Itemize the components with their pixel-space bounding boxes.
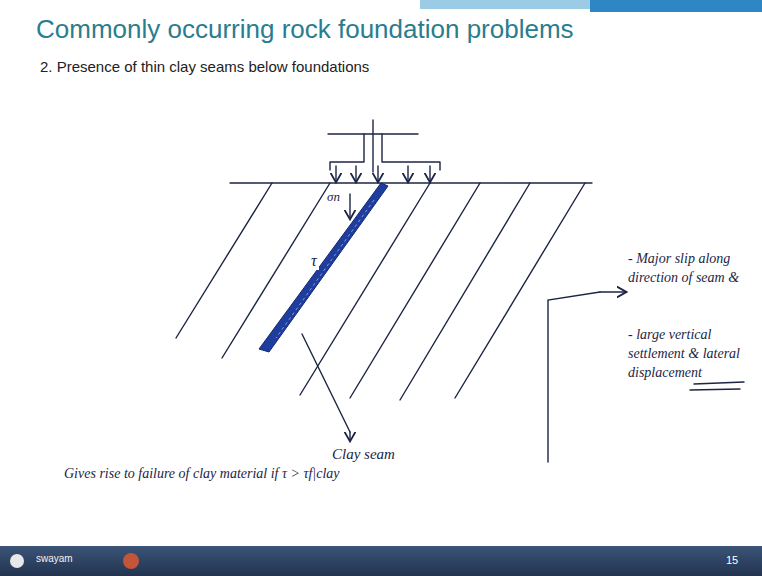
clay-seam [259, 183, 388, 352]
page-number: 15 [726, 554, 738, 566]
ground-line [230, 182, 592, 183]
underline [690, 382, 744, 390]
seam-label: Clay seam [330, 446, 397, 463]
slide-title: Commonly occurring rock foundation probl… [36, 14, 574, 45]
slide-subtitle: 2. Presence of thin clay seams below fou… [40, 58, 369, 75]
stress-label: τ [309, 252, 319, 270]
leader-line [548, 292, 600, 462]
rock-joint [455, 183, 585, 398]
footing [330, 134, 440, 170]
note-text: - Major slip along direction of seam & [628, 250, 756, 288]
rock-joint [350, 183, 480, 398]
stress-arrow [349, 194, 350, 218]
logo [10, 554, 24, 568]
rock-joint [176, 183, 272, 338]
footer-bar [0, 546, 762, 576]
column-axis [372, 120, 373, 172]
leader-line [302, 334, 350, 432]
stress-label: σn [327, 189, 340, 205]
header-band [590, 0, 762, 12]
rock-joint [400, 183, 530, 400]
note-text: Gives rise to failure of clay material i… [62, 466, 342, 482]
note-text: - large vertical settlement & lateral di… [628, 326, 756, 383]
logo [123, 553, 139, 569]
logo-text: swayam [36, 553, 73, 564]
